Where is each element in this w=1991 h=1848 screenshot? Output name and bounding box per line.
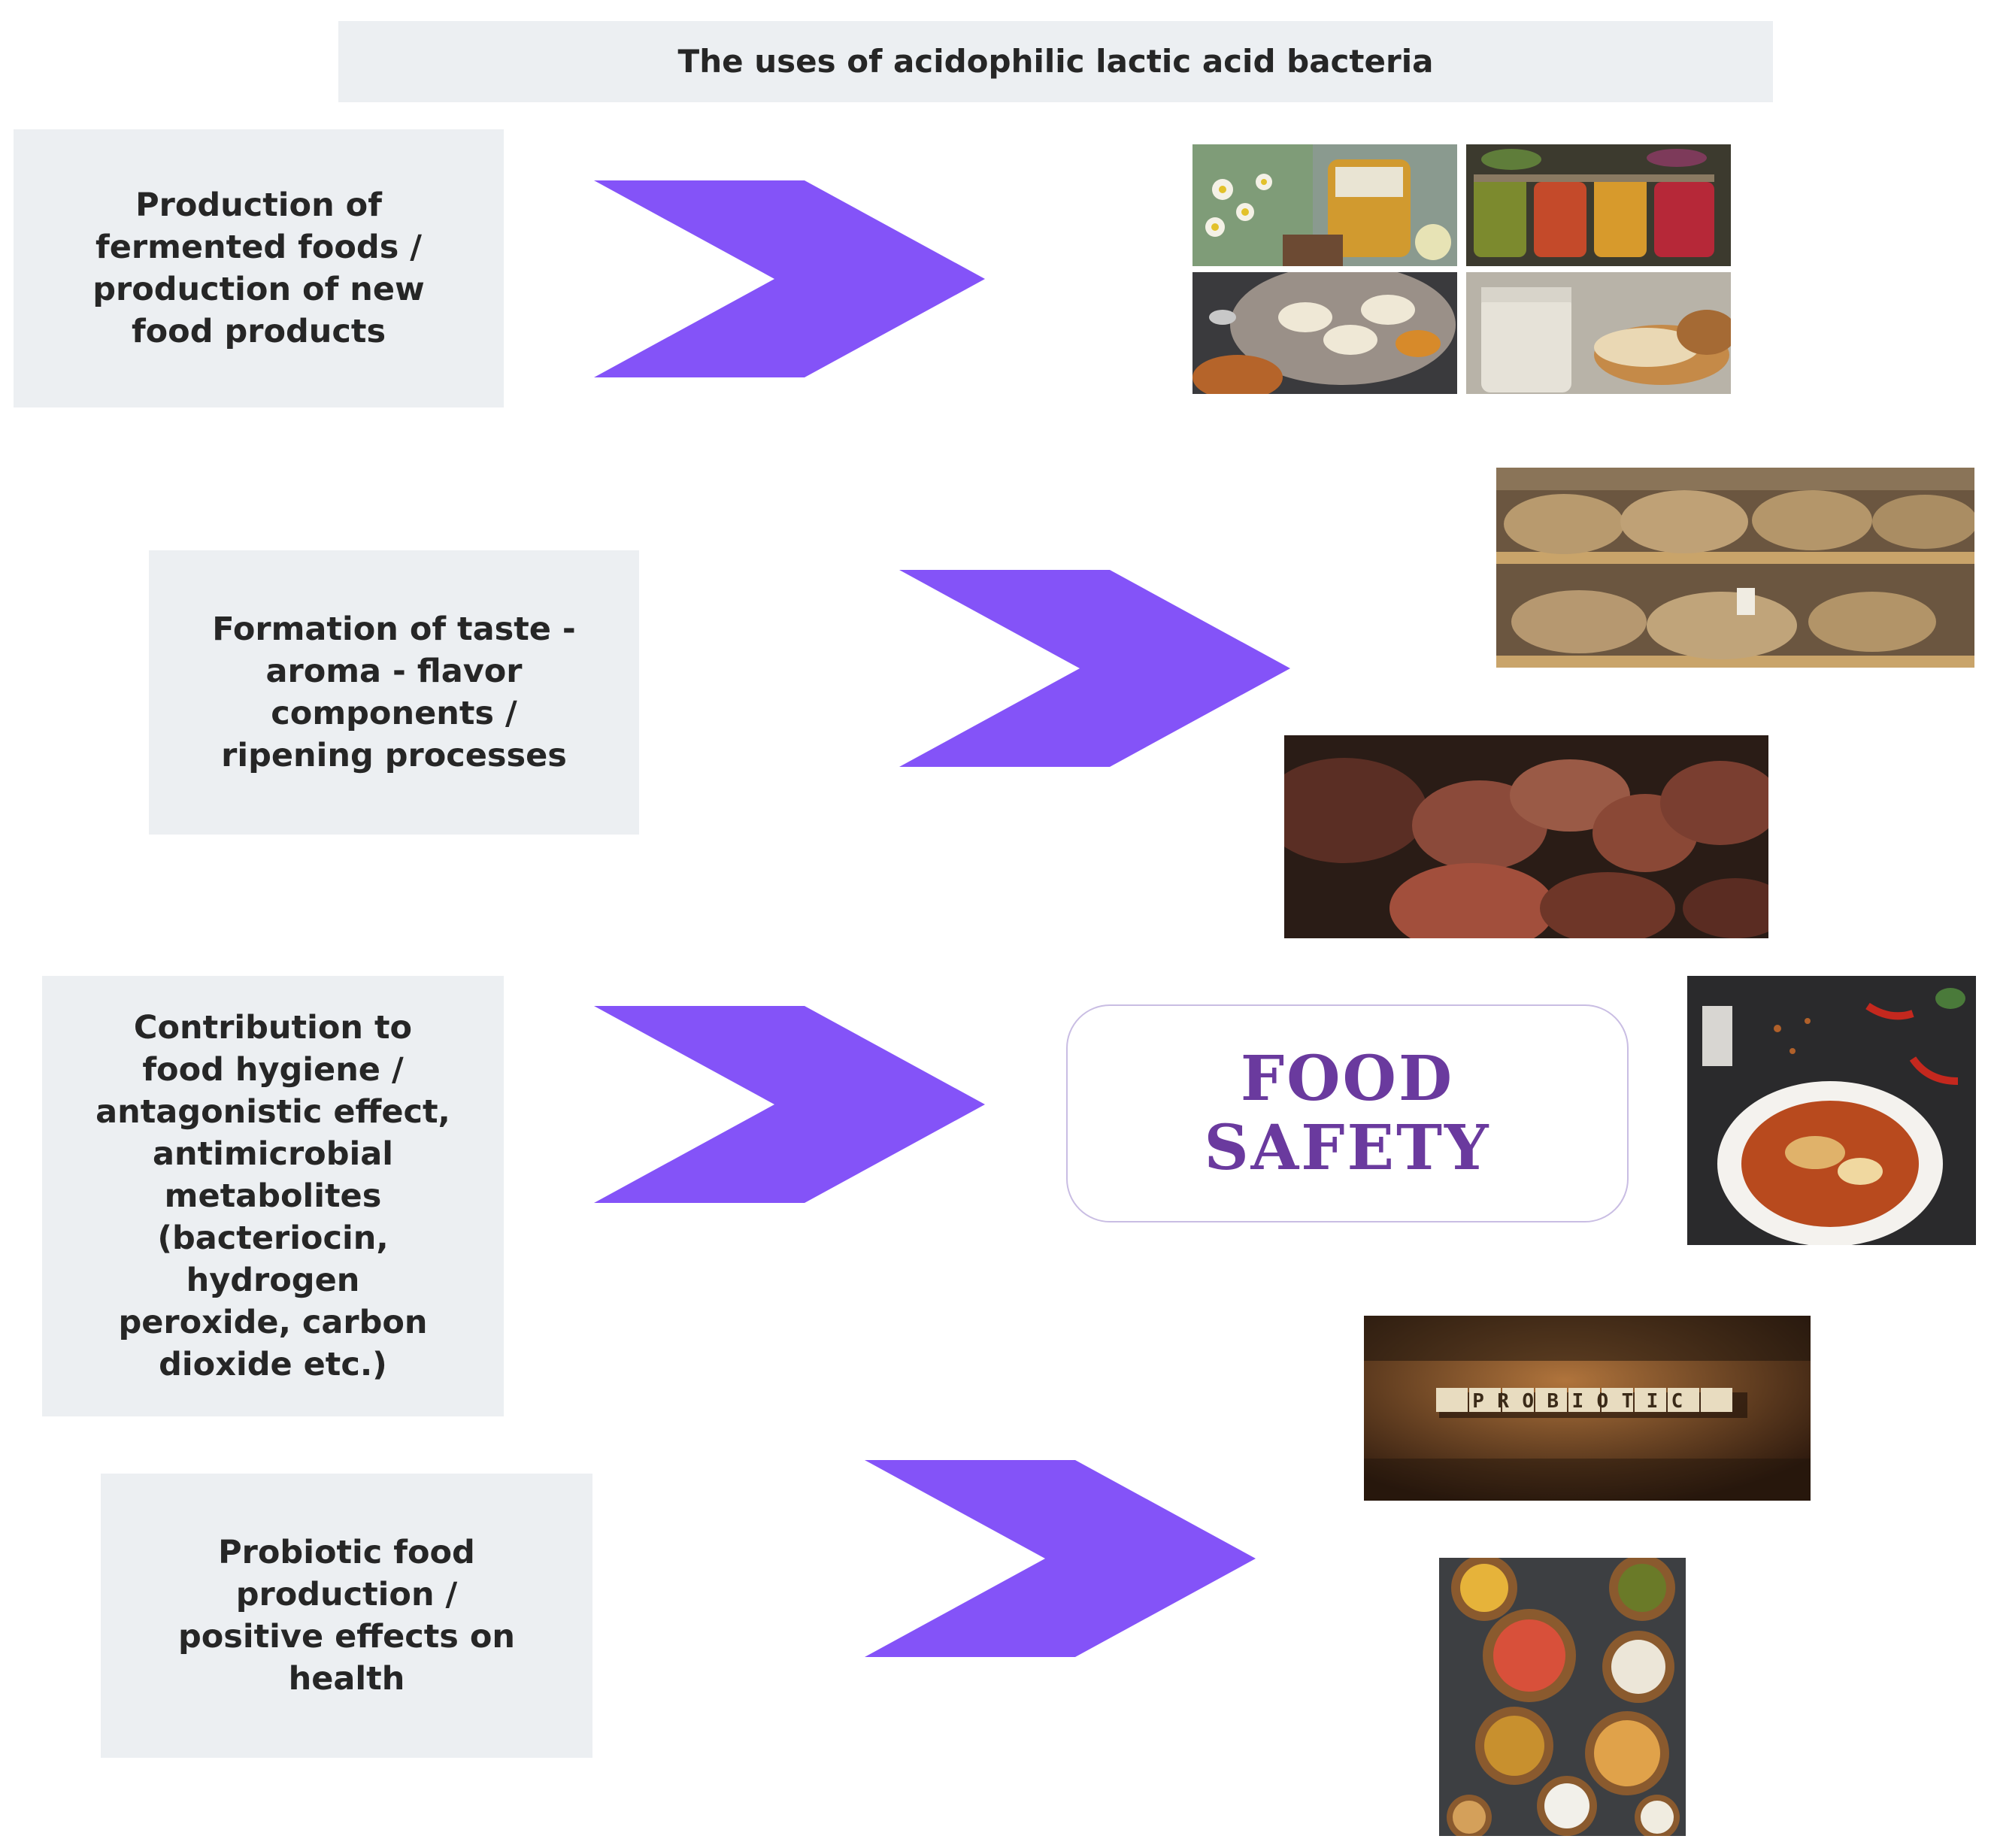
title-banner: The uses of acidophilic lactic acid bact… bbox=[338, 21, 1773, 102]
use-label-taste-aroma: Formation of taste - aroma - flavor comp… bbox=[212, 610, 576, 774]
use-label-fermented-foods: Production of fermented foods / producti… bbox=[92, 186, 425, 350]
use-box-fermented-foods: Production of fermented foods / producti… bbox=[14, 129, 504, 407]
food-safety-line2: SAFETY bbox=[1204, 1112, 1491, 1184]
diagram-title: The uses of acidophilic lactic acid bact… bbox=[677, 43, 1434, 80]
use-box-taste-aroma: Formation of taste - aroma - flavor comp… bbox=[149, 550, 639, 835]
idli-chutney-plate-photo bbox=[1192, 272, 1457, 394]
chevron-arrow-icon bbox=[594, 180, 985, 377]
pickled-vegetable-jars-photo bbox=[1466, 144, 1731, 266]
herbal-tea-jars-photo bbox=[1192, 144, 1457, 266]
use-label-probiotic: Probiotic food production / positive eff… bbox=[177, 1534, 516, 1698]
aged-cheese-wheels-on-shelves-photo bbox=[1496, 468, 1974, 668]
probiotic-letter-tiles-photo: PROBIOTIC bbox=[1364, 1316, 1811, 1501]
use-label-food-hygiene: Contribution to food hygiene / antagonis… bbox=[95, 1009, 450, 1383]
probiotic-tiles-word: PROBIOTIC bbox=[1472, 1390, 1696, 1413]
chevron-arrow-icon bbox=[899, 570, 1290, 767]
chevron-arrow-icon bbox=[594, 1006, 985, 1203]
fermented-foods-in-bowls-photo bbox=[1439, 1558, 1686, 1836]
food-safety-box: FOOD SAFETY bbox=[1066, 1004, 1629, 1222]
food-safety-line1: FOOD bbox=[1240, 1043, 1455, 1115]
use-box-food-hygiene: Contribution to food hygiene / antagonis… bbox=[42, 976, 504, 1416]
fermented-sausages-photo bbox=[1284, 735, 1768, 938]
sourdough-bread-starter-photo bbox=[1466, 272, 1731, 394]
chevron-arrow-icon bbox=[865, 1460, 1256, 1657]
spicy-soup-bowl-photo bbox=[1687, 976, 1976, 1245]
use-box-probiotic: Probiotic food production / positive eff… bbox=[101, 1474, 592, 1758]
